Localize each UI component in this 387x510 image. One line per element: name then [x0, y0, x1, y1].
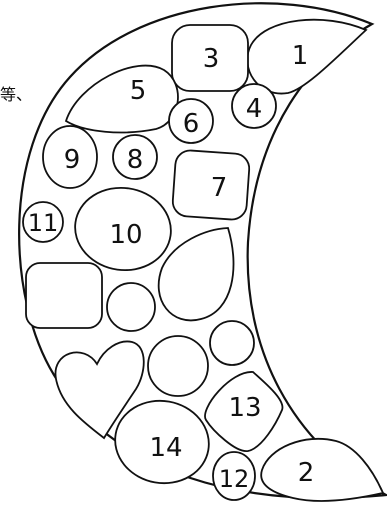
circle-shape [210, 321, 254, 365]
shape-label-5: 5 [130, 76, 147, 106]
shape-label-10: 10 [109, 220, 142, 250]
shape-label-3: 3 [203, 44, 220, 74]
shape-label-13: 13 [228, 393, 261, 423]
circle-shape [148, 336, 208, 396]
shape-label-2: 2 [298, 458, 315, 488]
shape-label-6: 6 [183, 109, 200, 139]
shape-label-14: 14 [149, 433, 182, 463]
shape-label-9: 9 [64, 145, 81, 175]
shape-label-8: 8 [127, 145, 144, 175]
shape-label-1: 1 [292, 41, 309, 71]
shape-label-4: 4 [246, 94, 263, 124]
shape-label-12: 12 [219, 465, 250, 493]
rounded-square-shape [26, 263, 102, 328]
shape-label-11: 11 [28, 209, 59, 237]
circle-shape [107, 283, 155, 331]
shape-label-7: 7 [211, 173, 228, 203]
